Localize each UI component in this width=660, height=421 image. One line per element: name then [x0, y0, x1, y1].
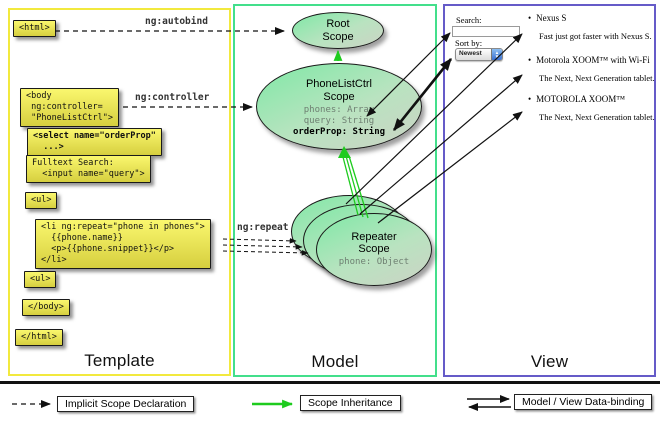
phonelistctrl-scope-orderprop: orderProp: String: [292, 126, 386, 137]
view-column-label: View: [530, 352, 569, 371]
ng-repeat-label: ng:repeat: [237, 222, 289, 233]
phone-snippet: The Next, Next Generation tablet.: [539, 73, 655, 83]
chevron-down-icon: ▼: [494, 53, 500, 59]
model-column-label: Model: [311, 352, 359, 371]
phonelistctrl-scope-ellipse: PhoneListCtrl Scope phones: Array query:…: [256, 63, 422, 150]
legend-implicit-scope: Implicit Scope Declaration: [57, 396, 195, 412]
phone-title: Nexus S: [536, 13, 567, 23]
root-scope-ellipse: Root Scope: [292, 12, 384, 49]
model-column: Model: [233, 4, 437, 377]
ng-controller-label: ng:controller: [135, 92, 210, 103]
phone-snippet: The Next, Next Generation tablet.: [539, 112, 655, 122]
phonelistctrl-scope-title: PhoneListCtrl Scope: [305, 78, 373, 103]
legend-scope-inheritance: Scope Inheritance: [300, 395, 401, 411]
sort-dropdown[interactable]: Newest ▲ ▼: [455, 48, 503, 61]
repeater-scope-prop: phone: Object: [338, 257, 410, 268]
phone-snippet: Fast just got faster with Nexus S.: [539, 31, 652, 41]
search-input[interactable]: [452, 26, 520, 37]
template-column-label: Template: [84, 351, 155, 370]
legend-data-binding: Model / View Data-binding: [514, 394, 653, 410]
sort-dropdown-value: Newest: [459, 50, 482, 57]
list-item: • Motorola XOOM™ with Wi-Fi The Next, Ne…: [528, 55, 656, 83]
code-html-open: <html>: [13, 20, 56, 38]
bullet-icon: •: [528, 55, 532, 65]
code-fulltext-search: Fulltext Search: <input name="query">: [26, 155, 151, 184]
code-body-close: </body>: [22, 299, 70, 317]
code-html-close: </html>: [15, 329, 63, 347]
root-scope-title: Root Scope: [322, 18, 354, 43]
code-select-orderprop: <select name="orderProp" ...>: [27, 128, 162, 157]
phonelistctrl-scope-props: phones: Array query: String: [303, 105, 375, 126]
ng-autobind-label: ng:autobind: [145, 16, 208, 27]
search-label: Search:: [456, 15, 482, 25]
legend-separator: [0, 381, 660, 384]
code-li-repeat: <li ng:repeat="phone in phones"> {{phone…: [35, 219, 211, 270]
bullet-icon: •: [528, 13, 532, 23]
sort-by-label: Sort by:: [455, 38, 483, 48]
repeater-scope-ellipse: Repeater Scope phone: Object: [316, 213, 432, 286]
code-body-open: <body ng:controller= "PhoneListCtrl">: [20, 88, 119, 128]
code-ul-open: <ul>: [25, 192, 58, 210]
phone-title: MOTOROLA XOOM™: [536, 94, 626, 104]
list-item: • MOTOROLA XOOM™ The Next, Next Generati…: [528, 94, 656, 122]
code-ul-close: <ul>: [24, 271, 57, 289]
bullet-icon: •: [528, 94, 532, 104]
dropdown-stepper-icon: ▲ ▼: [491, 49, 502, 60]
phone-title: Motorola XOOM™ with Wi-Fi: [536, 55, 650, 65]
list-item: • Nexus S Fast just got faster with Nexu…: [528, 13, 656, 41]
repeater-scope-title: Repeater Scope: [351, 230, 397, 256]
